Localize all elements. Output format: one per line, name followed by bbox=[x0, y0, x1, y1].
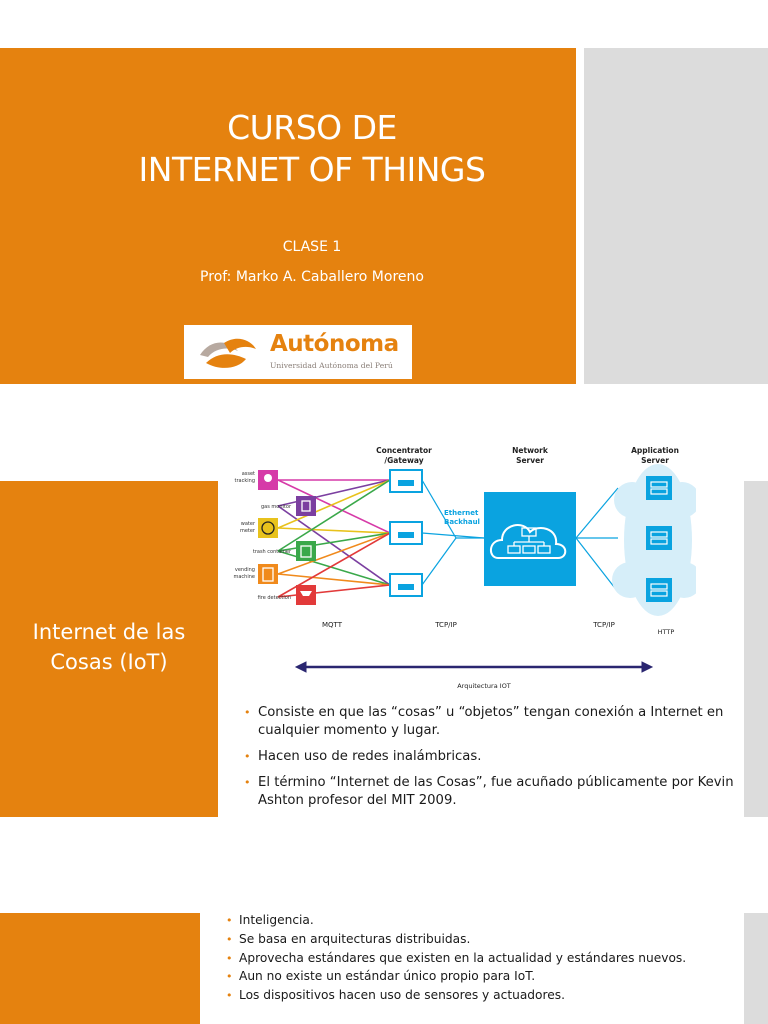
list-item: Los dispositivos hacen uso de sensores y… bbox=[226, 988, 726, 1003]
features-bullet-list: Inteligencia. Se basa en arquitecturas d… bbox=[226, 913, 726, 1007]
svg-text:gas monitor: gas monitor bbox=[261, 504, 292, 510]
title-slide-side-panel bbox=[584, 48, 768, 384]
logo-name: Autónoma bbox=[270, 331, 399, 357]
application-header-line-2: Server bbox=[641, 456, 669, 465]
network-header-line-2: Server bbox=[516, 456, 544, 465]
diagram-caption: Arquitectura IOT bbox=[457, 682, 511, 690]
course-title: CURSO DE INTERNET OF THINGS bbox=[48, 107, 576, 191]
list-item: El término “Internet de las Cosas”, fue … bbox=[244, 774, 734, 810]
device-links bbox=[277, 479, 391, 598]
iot-architecture-diagram: Concentrator /Gateway Network Server App… bbox=[234, 446, 696, 690]
water-meter-icon bbox=[261, 521, 275, 535]
svg-text:vending: vending bbox=[235, 567, 255, 573]
network-header-line-1: Network bbox=[512, 446, 549, 455]
gas-monitor-icon bbox=[301, 500, 311, 512]
svg-text:machine: machine bbox=[234, 574, 256, 580]
application-header-line-1: Application bbox=[631, 446, 679, 455]
slide3-title-panel bbox=[0, 913, 200, 1024]
slide3-side-panel bbox=[744, 913, 768, 1024]
iot-title-line-2: Cosas (IoT) bbox=[50, 650, 168, 674]
gateway-header-line-1: Concentrator bbox=[376, 446, 432, 455]
application-servers bbox=[612, 464, 696, 616]
svg-text:tracking: tracking bbox=[235, 478, 255, 484]
autonoma-logo-icon bbox=[200, 338, 256, 368]
svg-text:water: water bbox=[241, 521, 256, 527]
list-item: Consiste en que las “cosas” u “objetos” … bbox=[244, 704, 734, 740]
location-pin-icon bbox=[264, 474, 272, 482]
list-item: Se basa en arquitecturas distribuidas. bbox=[226, 932, 726, 947]
svg-text:asset: asset bbox=[242, 471, 255, 477]
protocol-tcp-ip-1: TCP/IP bbox=[434, 621, 457, 629]
course-title-line-2: INTERNET OF THINGS bbox=[138, 150, 486, 189]
list-item: Aun no existe un estándar único propio p… bbox=[226, 969, 726, 984]
iot-slide-title: Internet de las Cosas (IoT) bbox=[0, 617, 218, 677]
course-title-line-1: CURSO DE bbox=[227, 108, 397, 147]
svg-text:meter: meter bbox=[240, 528, 256, 534]
iot-bullet-list: Consiste en que las “cosas” u “objetos” … bbox=[244, 704, 734, 818]
iot-slide-title-panel bbox=[0, 481, 218, 817]
ethernet-label-line-1: Ethernet bbox=[444, 509, 479, 517]
vending-machine-icon bbox=[262, 567, 274, 582]
device-water-meter: water meter bbox=[240, 518, 278, 538]
list-item: Inteligencia. bbox=[226, 913, 726, 928]
protocol-tcp-ip-2: TCP/IP bbox=[592, 621, 615, 629]
svg-text:trash container: trash container bbox=[253, 549, 292, 555]
fire-detector-icon bbox=[300, 591, 312, 596]
iot-title-line-1: Internet de las bbox=[32, 620, 186, 644]
svg-text:fire detection: fire detection bbox=[258, 595, 291, 601]
course-subtitle: CLASE 1 Prof: Marko A. Caballero Moreno bbox=[48, 232, 576, 292]
gateway-header-line-2: /Gateway bbox=[384, 456, 423, 465]
device-fire-detection: fire detection bbox=[258, 585, 316, 605]
protocol-http: HTTP bbox=[658, 628, 675, 636]
backhaul-links bbox=[421, 479, 619, 593]
protocol-mqtt: MQTT bbox=[322, 621, 343, 629]
device-trash-container: trash container bbox=[253, 541, 316, 561]
logo-subtitle: Universidad Autónoma del Perú bbox=[270, 361, 393, 370]
ethernet-label-line-2: Backhaul bbox=[444, 518, 480, 526]
list-item: Aprovecha estándares que existen en la a… bbox=[226, 951, 726, 966]
class-label: CLASE 1 bbox=[282, 239, 342, 255]
list-item: Hacen uso de redes inalámbricas. bbox=[244, 748, 734, 766]
professor-name: Prof: Marko A. Caballero Moreno bbox=[200, 269, 424, 285]
gateway-devices bbox=[389, 469, 423, 597]
architecture-arrow bbox=[294, 661, 654, 673]
device-vending-machine: vending machine bbox=[234, 564, 278, 584]
iot-slide-side-panel bbox=[744, 481, 768, 817]
device-asset-tracking: asset tracking bbox=[235, 470, 278, 490]
network-server bbox=[484, 492, 576, 586]
device-gas-monitor: gas monitor bbox=[261, 496, 316, 516]
trash-icon bbox=[300, 545, 312, 558]
university-logo: Autónoma Universidad Autónoma del Perú bbox=[184, 325, 412, 379]
